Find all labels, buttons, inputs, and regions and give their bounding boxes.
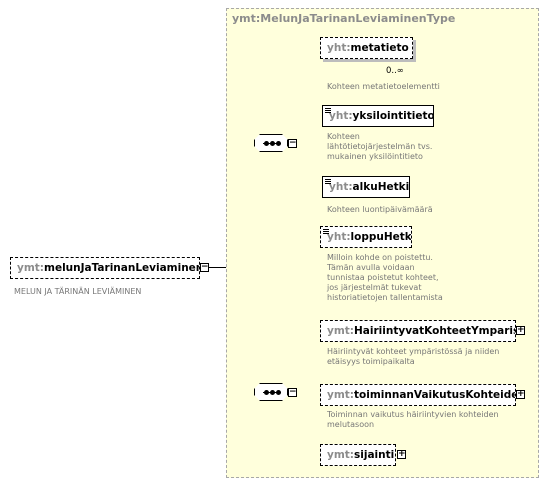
element-prefix: yht: (327, 231, 351, 243)
element-prefix: ymt: (327, 389, 355, 401)
root-name: melunJaTarinanLeviaminen (44, 262, 200, 274)
element-name: yksilointitieto (352, 110, 434, 122)
sequence-icon (254, 383, 288, 401)
element-name: metatieto (350, 42, 409, 54)
expand-icon[interactable]: + (516, 325, 525, 335)
content-lines-icon (325, 108, 331, 114)
element-prefix: yht: (329, 110, 353, 122)
complex-type-title: ymt:MelunJaTarinanLeviaminenType (232, 12, 456, 25)
content-lines-icon (323, 229, 329, 235)
element-doc: Kohteen luontipäivämäärä (327, 205, 433, 214)
element-sijainti[interactable]: ymt:sijainti (320, 444, 396, 466)
element-prefix: ymt: (327, 449, 355, 461)
element-prefix: yht: (329, 181, 353, 193)
content-lines-icon (325, 179, 331, 185)
root-element[interactable]: ymt:melunJaTarinanLeviaminen (10, 257, 200, 279)
element-doc: Toiminnan vaikutus häiriintyvien kohteid… (327, 410, 499, 429)
element-doc: Milloin kohde on poistettu. Tämän avulla… (327, 253, 443, 302)
element-name: sijainti (354, 449, 395, 461)
element-name: loppuHetki (350, 231, 412, 243)
expand-icon[interactable]: + (397, 449, 406, 459)
root-caption: MELUN JA TÄRINÄN LEVIÄMINEN (14, 287, 142, 296)
element-doc: Kohteen metatietoelementti (327, 82, 440, 91)
element-name: toiminnanVaikutusKohteide... (354, 389, 516, 401)
element-alkuhetki[interactable]: yht:alkuHetki (322, 176, 410, 198)
cardinality-label: 0..∞ (386, 66, 404, 76)
collapse-icon[interactable]: − (200, 262, 209, 272)
element-loppuhetki[interactable]: yht:loppuHetki (320, 226, 412, 248)
sequence-icon (254, 134, 288, 152)
element-name: HairiintyvatKohteetYmparist... (354, 325, 515, 337)
collapse-icon[interactable]: − (288, 138, 297, 148)
expand-icon[interactable]: + (516, 389, 525, 399)
element-prefix: ymt: (327, 325, 355, 337)
root-prefix: ymt: (17, 262, 45, 274)
element-doc: Kohteen lähtötietojärjestelmän tvs. muka… (327, 132, 433, 161)
element-toiminnan-vaikutus[interactable]: ymt:toiminnanVaikutusKohteide... (320, 384, 516, 406)
element-prefix: yht: (327, 42, 351, 54)
element-yksilointitieto[interactable]: yht:yksilointitieto (322, 105, 434, 127)
element-doc: Häiriintyvät kohteet ympäristössä ja nii… (327, 347, 500, 366)
collapse-icon[interactable]: − (288, 387, 297, 397)
element-hairiintyvat-kohteet[interactable]: ymt:HairiintyvatKohteetYmparist... (320, 320, 516, 342)
element-name: alkuHetki (352, 181, 410, 193)
element-metatieto[interactable]: yht:metatieto (320, 37, 413, 59)
